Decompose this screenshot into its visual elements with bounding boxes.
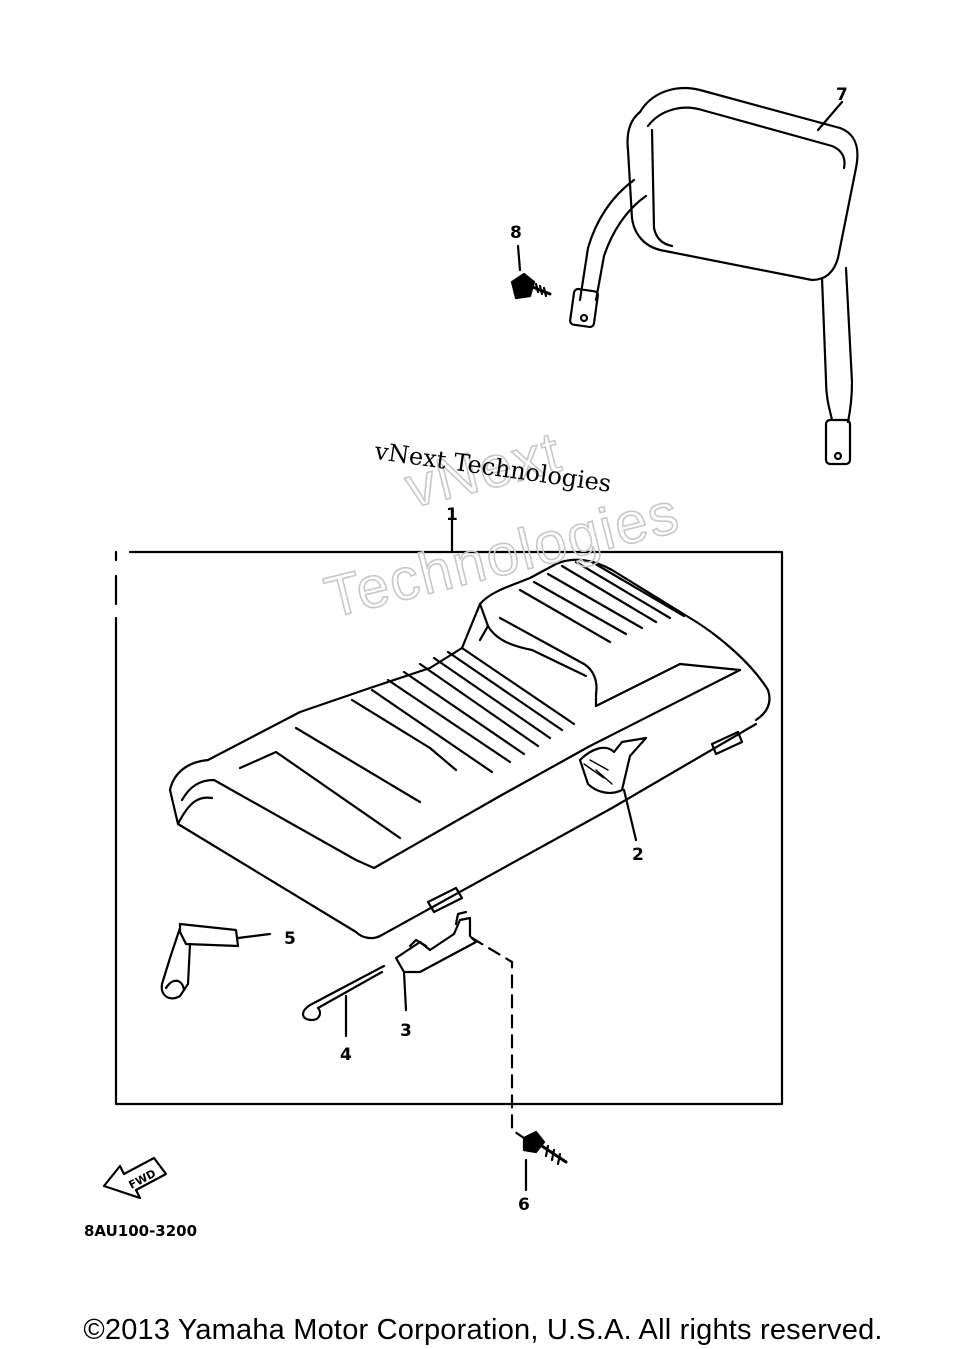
callout-5: 5: [284, 929, 296, 949]
copyright-notice: ©2013 Yamaha Motor Corporation, U.S.A. A…: [83, 1314, 883, 1346]
seat-part: [168, 558, 771, 940]
forward-arrow-icon: [102, 1156, 168, 1200]
callout-7: 7: [836, 85, 848, 105]
callout-8: 8: [510, 223, 522, 243]
assembly-frame: [114, 550, 784, 1106]
callout-4: 4: [340, 1045, 352, 1065]
callout-2: 2: [632, 845, 644, 865]
bolt-part-8: [510, 244, 552, 300]
rod-part-4: [301, 964, 386, 1038]
callout-3: 3: [400, 1021, 412, 1041]
callout-6: 6: [518, 1195, 530, 1215]
callout-1: 1: [446, 505, 458, 525]
screw-part-6: [522, 1130, 568, 1192]
diagram-code: 8AU100-3200: [84, 1222, 197, 1240]
bracket-part-5: [160, 922, 272, 1000]
backrest-part: [569, 86, 859, 466]
latch-part-3: [394, 910, 478, 1012]
